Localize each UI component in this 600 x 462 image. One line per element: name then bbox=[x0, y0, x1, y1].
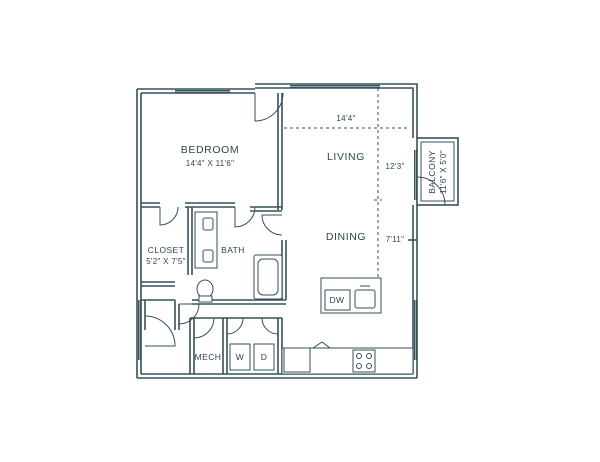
living-label: LIVING bbox=[327, 151, 365, 163]
laundry bbox=[229, 343, 275, 371]
mech-label: MECH bbox=[195, 352, 222, 362]
closet-size: 5'2" X 7'5" bbox=[146, 257, 186, 266]
washer-label: W bbox=[236, 352, 244, 362]
closet-door-swing[interactable] bbox=[159, 206, 179, 226]
balcony-label: BALCONY bbox=[427, 150, 437, 193]
bath-door-swing-2[interactable] bbox=[261, 214, 283, 236]
washer bbox=[229, 343, 251, 371]
living-width-dimension: 14'4" bbox=[336, 114, 355, 123]
range bbox=[352, 349, 376, 373]
interior-walls bbox=[141, 93, 287, 374]
bedroom-size: 14'4" X 11'6" bbox=[186, 159, 235, 168]
toilet bbox=[196, 279, 214, 299]
bath-label: BATH bbox=[221, 245, 245, 255]
dining-depth-dimension: 7'11" bbox=[386, 235, 405, 244]
kitchen bbox=[281, 277, 414, 375]
windows bbox=[138, 85, 417, 360]
ceiling-lines bbox=[284, 88, 408, 278]
bath-door-swing[interactable] bbox=[234, 206, 256, 228]
laundry-door-swing-left[interactable] bbox=[226, 317, 244, 335]
living-depth-dimension: 12'3" bbox=[385, 162, 404, 171]
dishwasher-label: DW bbox=[330, 295, 345, 305]
exterior-walls bbox=[136, 83, 418, 379]
pantry-door bbox=[312, 341, 331, 349]
doors bbox=[144, 92, 284, 347]
dryer bbox=[253, 343, 275, 371]
dishwasher bbox=[324, 289, 351, 311]
closet-label: CLOSET bbox=[148, 245, 184, 255]
hall-door-swing[interactable] bbox=[178, 303, 200, 325]
bedroom-door-swing[interactable] bbox=[254, 92, 284, 122]
toilet-tank bbox=[198, 295, 213, 303]
sink-upper bbox=[202, 217, 214, 231]
bedroom-label: BEDROOM bbox=[181, 144, 239, 156]
refrigerator bbox=[283, 347, 311, 373]
balcony-size: 11'6" X 5'0" bbox=[439, 150, 448, 194]
bath-fixtures bbox=[194, 211, 283, 303]
balcony bbox=[416, 137, 459, 206]
dryer-label: D bbox=[261, 352, 268, 362]
balcony-door-swing[interactable] bbox=[416, 176, 446, 206]
mech-door-swing[interactable] bbox=[193, 317, 215, 339]
island-sink bbox=[354, 289, 376, 309]
entry-door-swing[interactable] bbox=[144, 315, 176, 347]
sink-lower bbox=[202, 249, 214, 263]
laundry-door-swing-right[interactable] bbox=[261, 317, 279, 335]
dining-label: DINING bbox=[326, 231, 366, 243]
